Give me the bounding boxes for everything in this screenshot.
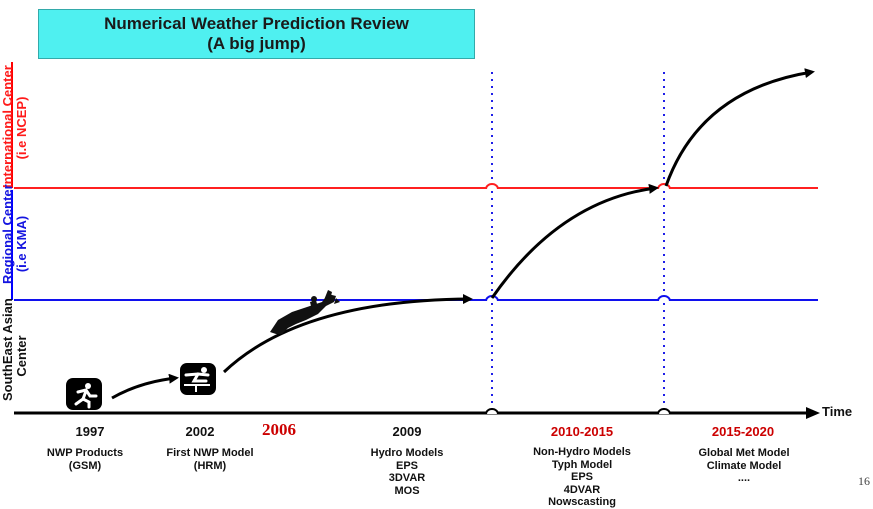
hurdler-icon <box>180 363 216 395</box>
year-2009: 2009 <box>392 424 422 439</box>
horse-jumper-icon <box>270 290 340 334</box>
crossing-hoop <box>657 295 671 302</box>
year-2006: 2006 <box>262 420 296 439</box>
year-2002: 2002 <box>185 424 215 439</box>
year-2010-2015: 2010-2015 <box>550 424 614 439</box>
international-center-label: International Center (i.e NCEP) <box>0 65 29 188</box>
crossing-hoop <box>657 183 671 190</box>
progress-arrow-4 <box>664 68 815 187</box>
milestone-2010-2015-details: Non-Hydro Models Typh Model EPS 4DVAR No… <box>533 446 631 508</box>
time-axis-label: Time <box>822 404 853 419</box>
milestone-2002-details: First NWP Model (HRM) <box>166 447 254 472</box>
year-2015-2020: 2015-2020 <box>711 424 775 439</box>
progress-arrow-3 <box>490 183 659 299</box>
time-axis-arrowhead <box>806 407 820 419</box>
progress-arrow-2 <box>222 294 473 374</box>
progress-arrow-1 <box>111 373 179 400</box>
page-number: 16 <box>858 474 870 488</box>
title-box: Numerical Weather Prediction Review (A b… <box>38 9 475 59</box>
title-line-1: Numerical Weather Prediction Review <box>104 14 409 33</box>
crossing-hoop <box>485 408 499 415</box>
regional-center-label: Regional Center (i.e KMA) <box>0 184 29 284</box>
crossing-hoop <box>657 408 671 415</box>
milestone-2015-2020-details: Global Met Model Climate Model .... <box>698 447 790 484</box>
title-line-2: (A big jump) <box>207 34 306 53</box>
milestone-1997-details: NWP Products (GSM) <box>46 447 124 472</box>
year-1997: 1997 <box>75 424 105 439</box>
runner-icon <box>66 378 102 410</box>
milestone-2009-details: Hydro Models EPS 3DVAR MOS <box>370 447 444 497</box>
crossing-hoop <box>485 183 499 190</box>
southeast-asian-center-label: SouthEast Asian Center <box>0 298 29 401</box>
